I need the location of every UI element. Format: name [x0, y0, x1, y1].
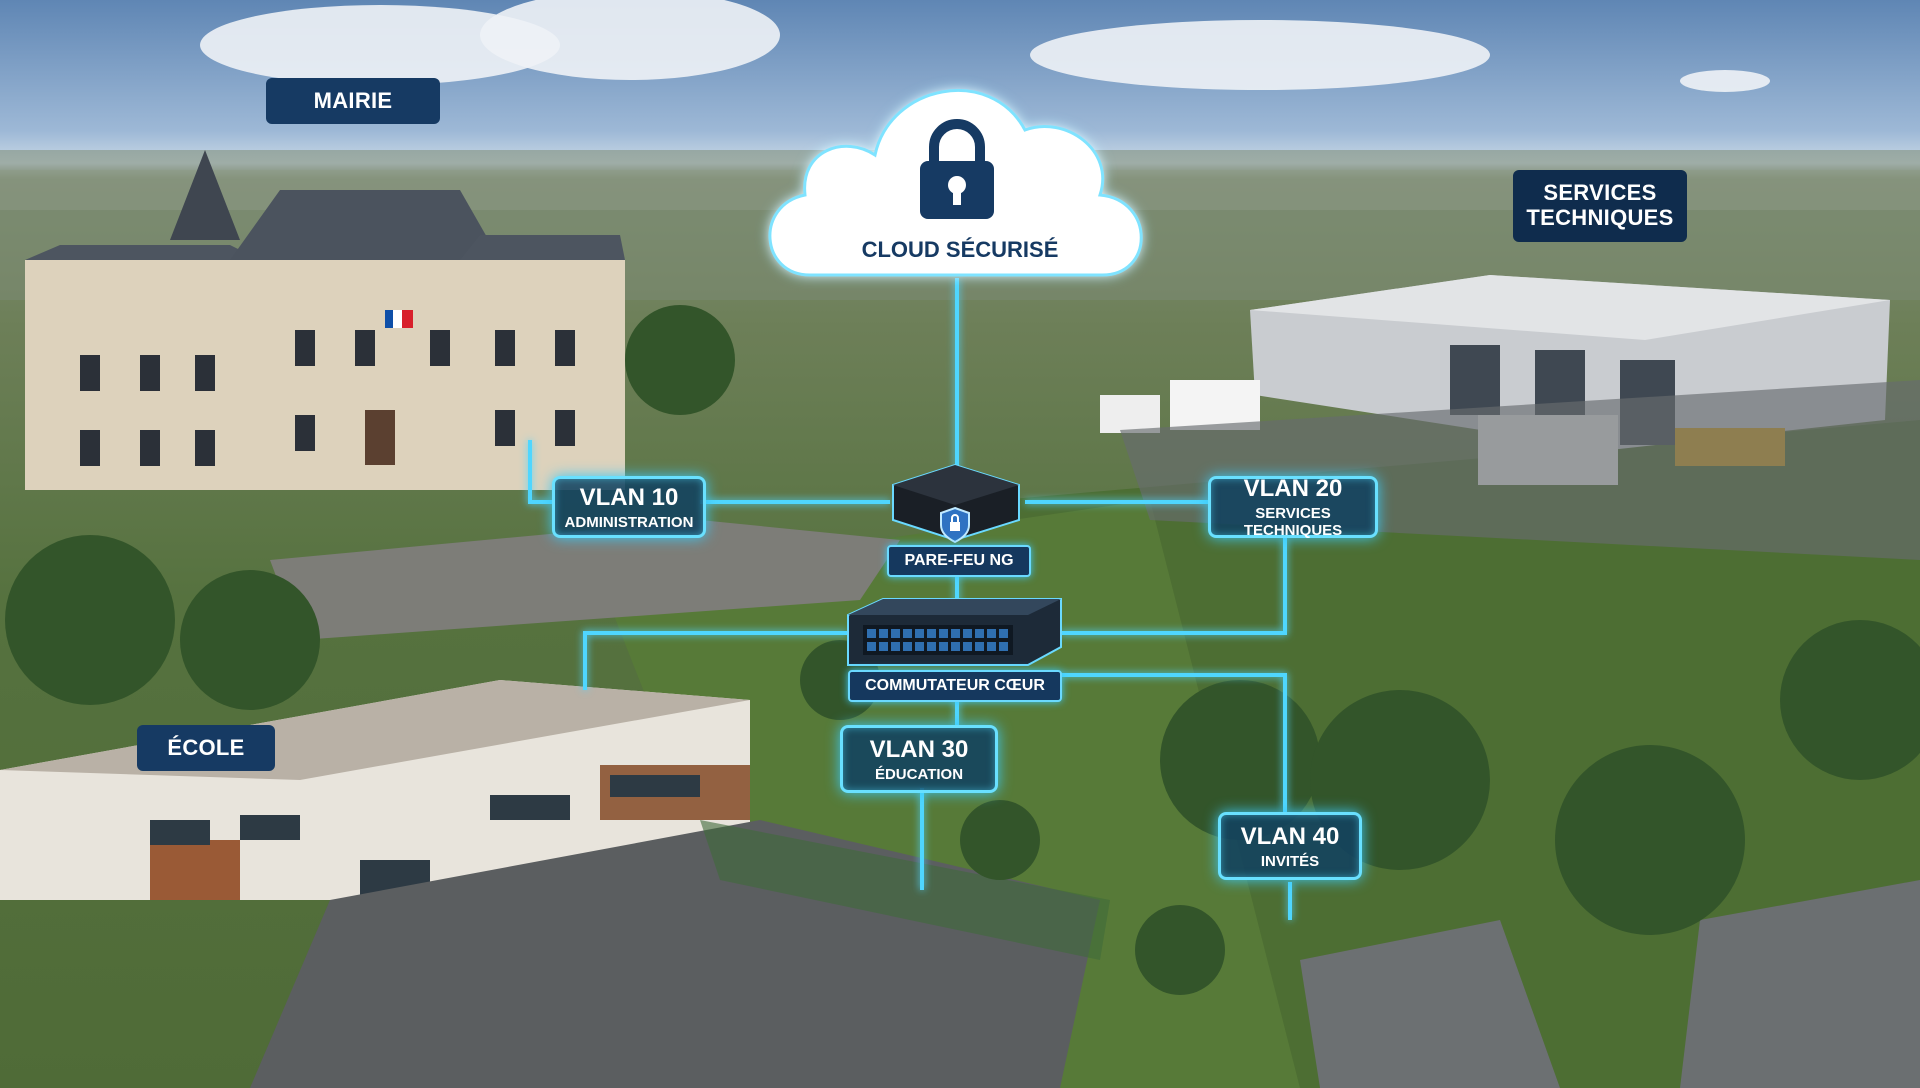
mairie-building: [25, 150, 625, 490]
cloud-label: CLOUD SÉCURISÉ: [861, 237, 1059, 262]
location-label-ecole: ÉCOLE: [137, 725, 275, 771]
vlan-id: VLAN 20: [1243, 475, 1343, 502]
vlan-id: VLAN 30: [869, 735, 969, 763]
vlan-name: ADMINISTRATION: [564, 513, 694, 531]
vlan-10-box: VLAN 10 ADMINISTRATION: [552, 476, 706, 538]
core-switch-device: [847, 598, 1062, 666]
firewall-device: [892, 463, 1020, 544]
core-switch-label: COMMUTATEUR CŒUR: [848, 670, 1062, 702]
location-label-mairie: MAIRIE: [266, 78, 440, 124]
sky-cloud: [1680, 70, 1770, 92]
vlan-20-box: VLAN 20 SERVICES TECHNIQUES: [1208, 475, 1378, 539]
vlan-name: SERVICES TECHNIQUES: [1243, 505, 1343, 539]
location-label-services-techniques: SERVICES TECHNIQUES: [1513, 170, 1687, 242]
vlan-name: ÉDUCATION: [874, 765, 964, 783]
vlan-id: VLAN 10: [579, 483, 679, 511]
vlan-id: VLAN 40: [1240, 822, 1340, 850]
sky-cloud: [1030, 20, 1490, 90]
sky-cloud: [480, 0, 780, 80]
vlan-name: INVITÉS: [1260, 852, 1320, 870]
link-switch-ecole: [583, 631, 847, 690]
padlock-icon: [920, 119, 994, 219]
network-switch-icon: [867, 629, 1008, 651]
vlan-30-box: VLAN 30 ÉDUCATION: [840, 725, 998, 793]
vlan-40-box: VLAN 40 INVITÉS: [1218, 812, 1362, 880]
link-switch-vlan40: [1060, 673, 1287, 812]
link-switch-vlan20: [1060, 537, 1287, 635]
link-vlan10-mairie: [528, 440, 552, 504]
firewall-label: PARE-FEU NG: [887, 545, 1031, 577]
